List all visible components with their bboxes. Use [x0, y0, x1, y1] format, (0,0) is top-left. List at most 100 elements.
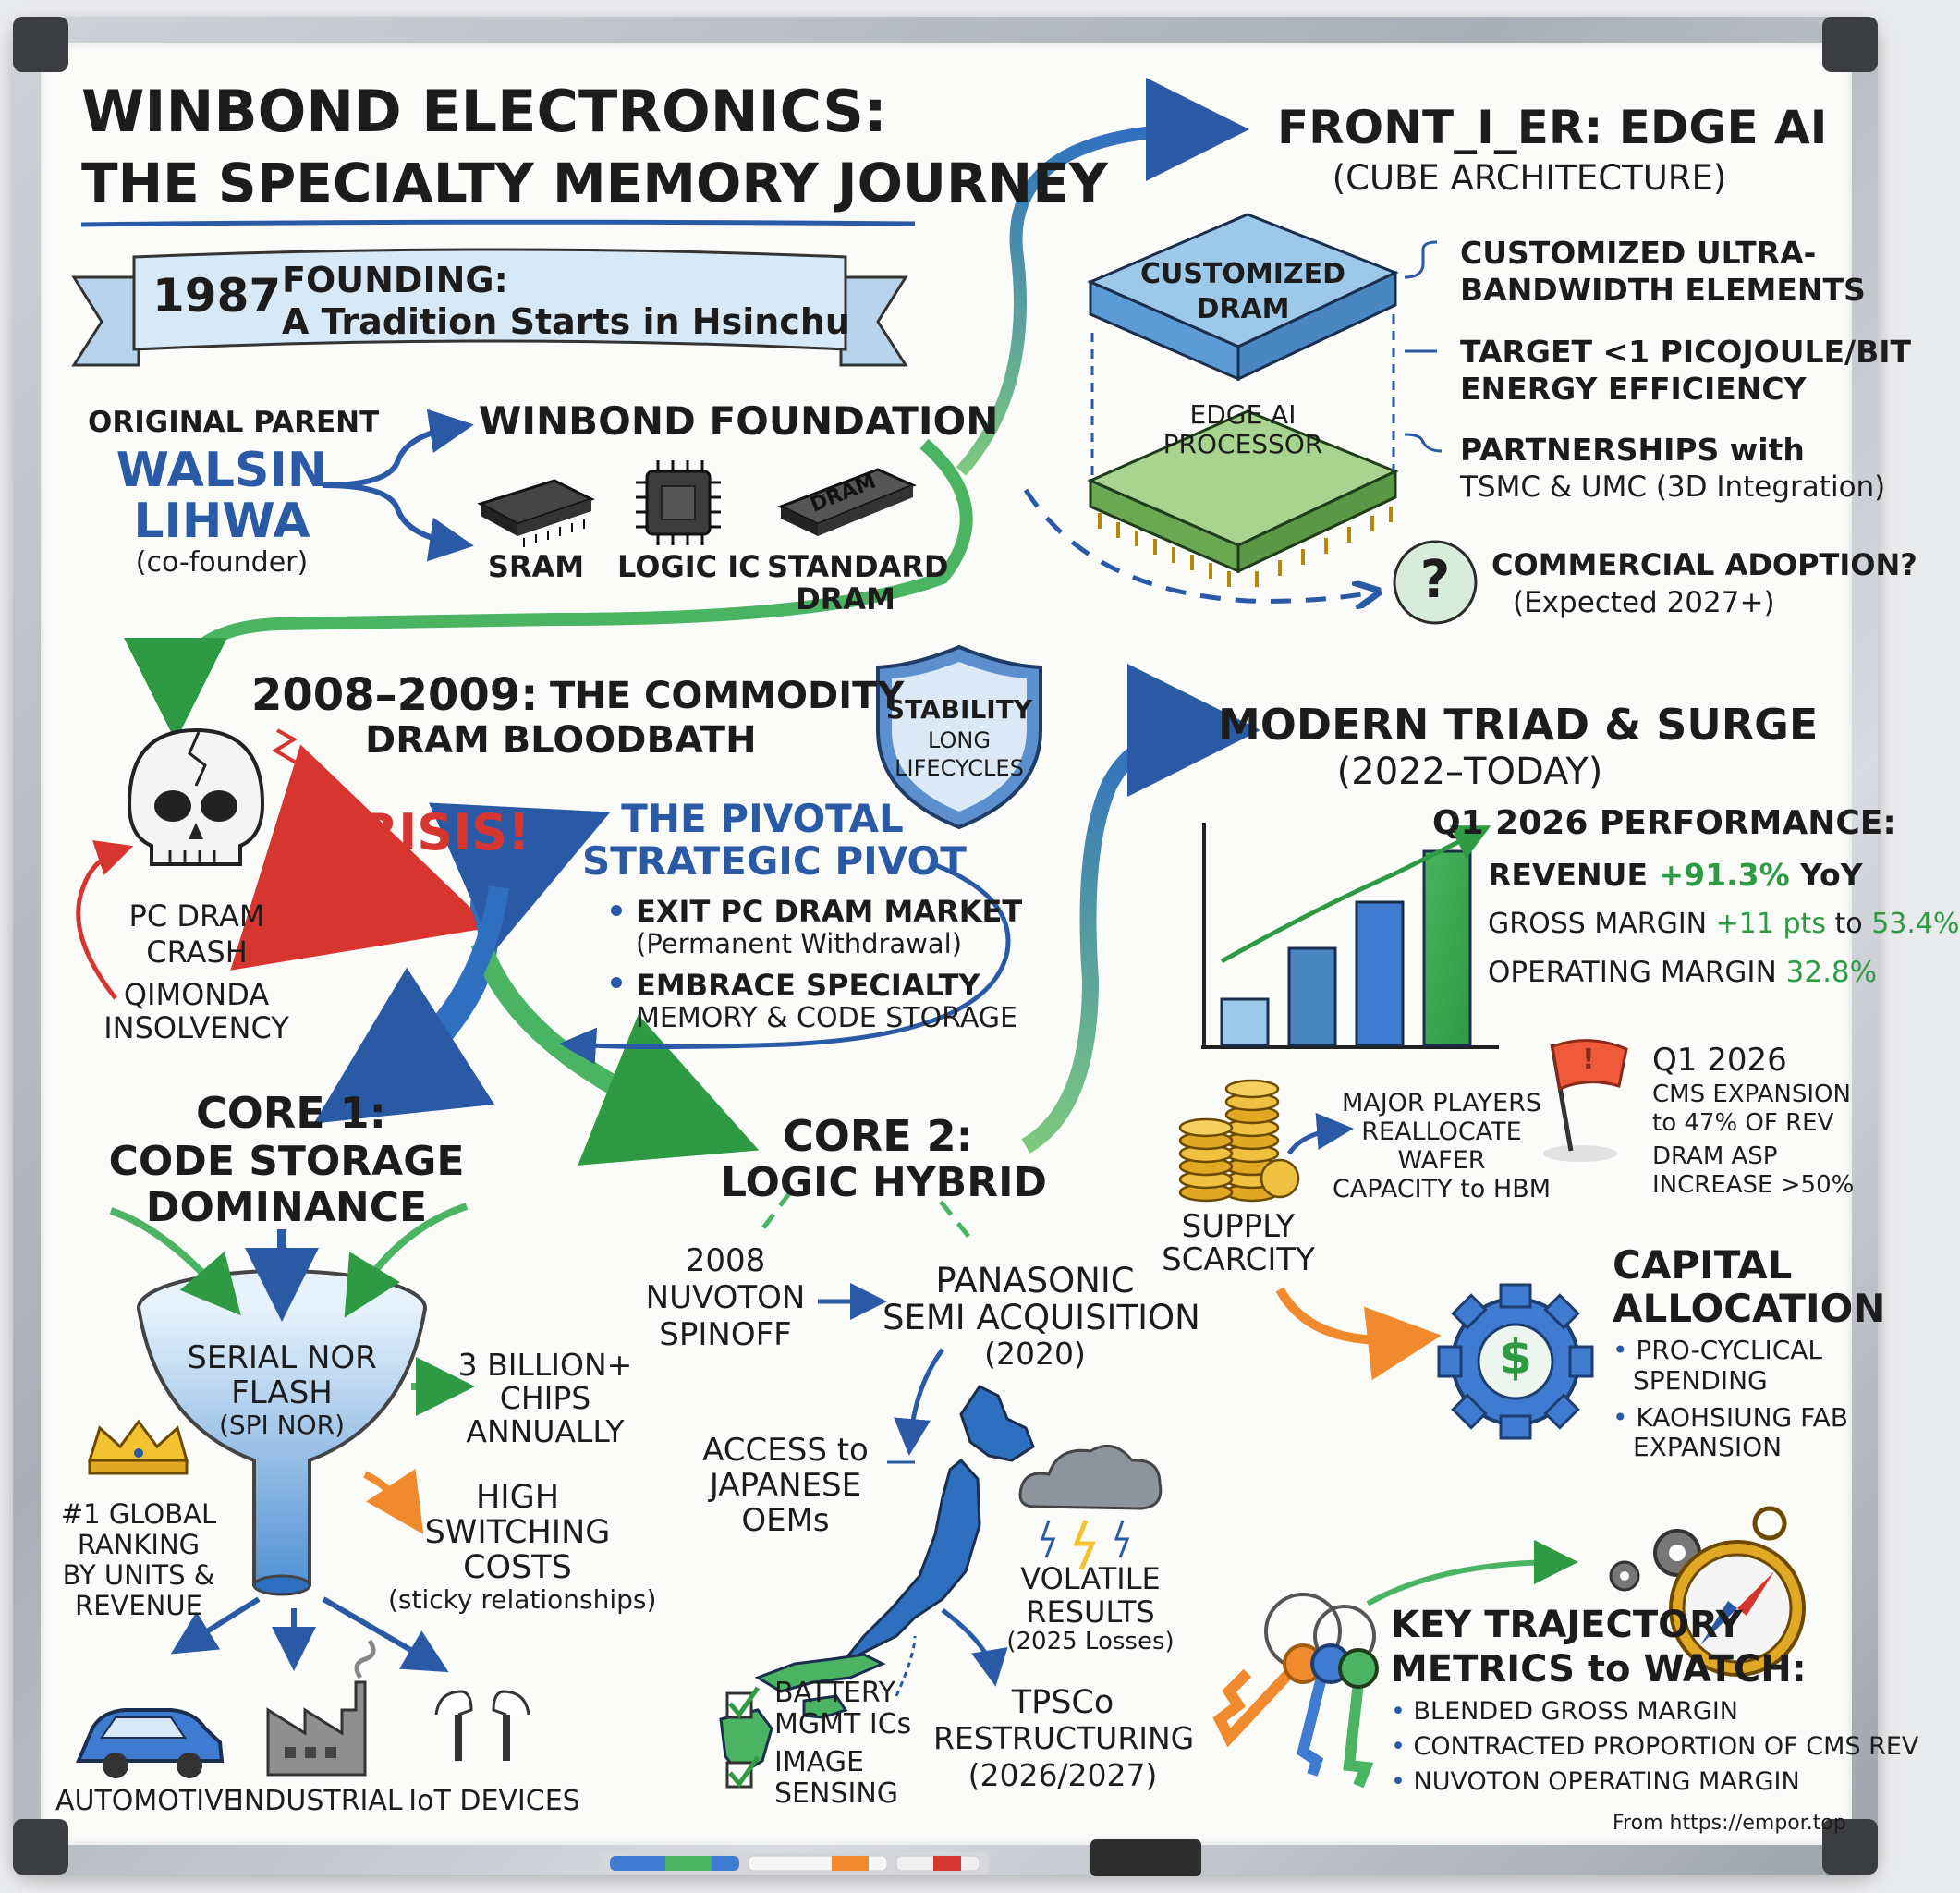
- operating-margin-label: OPERATING MARGIN: [1488, 956, 1777, 989]
- sram-label: SRAM: [487, 549, 585, 584]
- pivot-bullet1-sub: (Permanent Withdrawal): [636, 928, 963, 959]
- modern-subtitle: (2022–TODAY): [1336, 751, 1603, 793]
- cube-bottom-label-line1: EDGE AI: [1189, 399, 1297, 430]
- capital-bullet2-line2: EXPANSION: [1633, 1432, 1783, 1462]
- standard-dram-chip-icon: DRAM: [777, 468, 917, 536]
- page-title-line1: WINBOND ELECTRONICS:: [81, 78, 887, 145]
- pivot-bullet2-line2: MEMORY & CODE STORAGE: [636, 1002, 1018, 1034]
- gross-margin-value: 53.4%: [1871, 908, 1960, 940]
- core1-title-line3: DOMINANCE: [145, 1184, 428, 1231]
- capital-bullet1-line1: • PRO-CYCLICAL: [1613, 1335, 1823, 1365]
- logic-ic-label: LOGIC IC: [617, 549, 761, 584]
- frontier-point2-line2: ENERGY EFFICIENCY: [1460, 371, 1807, 407]
- crisis-years: 2008–2009:: [251, 669, 539, 721]
- cube-top-label-line1: CUSTOMIZED: [1139, 258, 1346, 290]
- ranking-line4: REVENUE: [75, 1590, 202, 1621]
- switching-costs-line1: HIGH: [475, 1479, 560, 1516]
- chart-bar: [1355, 900, 1405, 1047]
- japanese-oems-line1: ACCESS to: [702, 1432, 869, 1469]
- key-metrics-title-line1: KEY TRAJECTORY: [1391, 1604, 1743, 1646]
- commercial-adoption-line1: COMMERCIAL ADOPTION?: [1491, 547, 1917, 582]
- tpsco-line2: RESTRUCTURING: [933, 1720, 1195, 1756]
- frontier-point2-line1: TARGET <1 PICOJOULE/BIT: [1460, 334, 1912, 370]
- frontier-point3-line1: PARTNERSHIPS with: [1460, 432, 1805, 468]
- key-metric-3: • NUVOTON OPERATING MARGIN: [1391, 1767, 1800, 1796]
- nuvoton-line2: NUVOTON: [645, 1279, 806, 1316]
- parent-role: (co-founder): [135, 546, 309, 579]
- chips-annually-line1: 3 BILLION+: [457, 1347, 633, 1383]
- chart-bar: [1287, 946, 1337, 1047]
- parent-label: ORIGINAL PARENT: [88, 406, 380, 439]
- revenue-metric: REVENUE +91.3% YoY: [1488, 858, 1863, 893]
- pivot-title-line2: STRATEGIC PIVOT: [582, 838, 967, 884]
- eraser-icon: [1090, 1839, 1201, 1876]
- founding-label: FOUNDING:: [282, 260, 508, 300]
- operating-margin-value: 32.8%: [1785, 956, 1878, 989]
- question-mark: ?: [1419, 550, 1451, 610]
- founding-subtitle: A Tradition Starts in Hsinchu: [282, 301, 850, 342]
- cms-expansion-line2: to 47% OF REV: [1652, 1109, 1834, 1137]
- flag-exclamation: !: [1582, 1044, 1595, 1076]
- growth-trend-arrow: [1220, 825, 1491, 964]
- gross-margin-to: to: [1834, 908, 1863, 940]
- chips-annually-line2: CHIPS: [499, 1380, 591, 1416]
- major-players-line3: WAFER: [1397, 1146, 1486, 1175]
- earbuds-icon: [434, 1690, 530, 1761]
- crisis-title-line1: THE COMMODITY: [550, 675, 905, 717]
- skull-icon: [127, 727, 265, 866]
- major-players-line4: CAPACITY to HBM: [1332, 1175, 1552, 1203]
- japanese-oems-line3: OEMs: [741, 1502, 830, 1539]
- qimonda-line1: QIMONDA: [123, 977, 270, 1012]
- keys-icon: [1212, 1593, 1379, 1789]
- question-circle-icon: [1393, 540, 1478, 625]
- chart-bar: [1220, 997, 1270, 1047]
- crown-icon: [87, 1419, 189, 1475]
- shield-label-line1: STABILITY: [885, 694, 1033, 725]
- tpsco-line1: TPSCo: [1011, 1684, 1114, 1721]
- lightning-icon: [272, 728, 299, 765]
- frame-corner: [1822, 17, 1878, 72]
- nuvoton-line1: 2008: [685, 1242, 766, 1279]
- panasonic-line1: PANASONIC: [935, 1261, 1135, 1301]
- shield-label-line3: LIFECYCLES: [895, 755, 1024, 781]
- shield-icon: [876, 644, 1042, 830]
- serial-nor-line1: SERIAL NOR: [187, 1339, 377, 1376]
- volatile-results-line1: VOLATILE: [1020, 1561, 1161, 1596]
- parent-name-line1: WALSIN: [116, 443, 328, 498]
- pivot-title-line1: THE PIVOTAL: [621, 796, 904, 841]
- key-metric-1: • BLENDED GROSS MARGIN: [1391, 1697, 1738, 1726]
- frontier-title: FRONT_I_ER: EDGE AI: [1277, 101, 1828, 154]
- ranking-line1: #1 GLOBAL: [60, 1498, 217, 1530]
- volatile-results-line2: RESULTS: [1026, 1594, 1155, 1630]
- pc-dram-crash-line2: CRASH: [146, 934, 248, 970]
- founding-year: 1987: [152, 269, 282, 323]
- frame-corner: [1822, 1819, 1878, 1875]
- ranking-line2: RANKING: [77, 1529, 201, 1560]
- frame-corner: [13, 17, 68, 72]
- panasonic-line2: SEMI ACQUISITION: [883, 1298, 1200, 1337]
- nuvoton-line3: SPINOFF: [659, 1316, 792, 1353]
- capital-bullet2-line1: • KAOHSIUNG FAB: [1613, 1402, 1849, 1433]
- battery-mgmt-line1: BATTERY: [774, 1677, 896, 1709]
- source-link[interactable]: From https://empor.top: [1613, 1812, 1846, 1835]
- sram-chip-icon: [477, 479, 595, 547]
- dollar-sign: $: [1498, 1330, 1533, 1386]
- capital-bullet1-line2: SPENDING: [1633, 1365, 1768, 1396]
- logic-ic-chip-icon: [636, 460, 721, 545]
- pc-dram-crash-line1: PC DRAM: [128, 898, 265, 934]
- coins-icon: [1178, 1079, 1300, 1203]
- supply-scarcity-line2: SCARCITY: [1162, 1241, 1315, 1278]
- qimonda-line2: INSOLVENCY: [103, 1010, 289, 1045]
- crisis-label: CRISIS!: [323, 803, 530, 861]
- performance-heading: Q1 2026 PERFORMANCE:: [1432, 804, 1896, 842]
- core2-title-line2: LOGIC HYBRID: [721, 1159, 1047, 1206]
- revenue-label: REVENUE: [1488, 857, 1648, 893]
- image-sensing-line2: SENSING: [774, 1777, 899, 1810]
- chart-bar: [1422, 849, 1472, 1047]
- frontier-subtitle: (CUBE ARCHITECTURE): [1332, 158, 1727, 198]
- frontier-point1-line2: BANDWIDTH ELEMENTS: [1460, 272, 1866, 308]
- core1-title-line2: CODE STORAGE: [108, 1138, 465, 1185]
- tpsco-line3: (2026/2027): [968, 1757, 1158, 1793]
- major-players-line2: REALLOCATE: [1361, 1117, 1522, 1146]
- core1-title-line1: CORE 1:: [195, 1088, 387, 1138]
